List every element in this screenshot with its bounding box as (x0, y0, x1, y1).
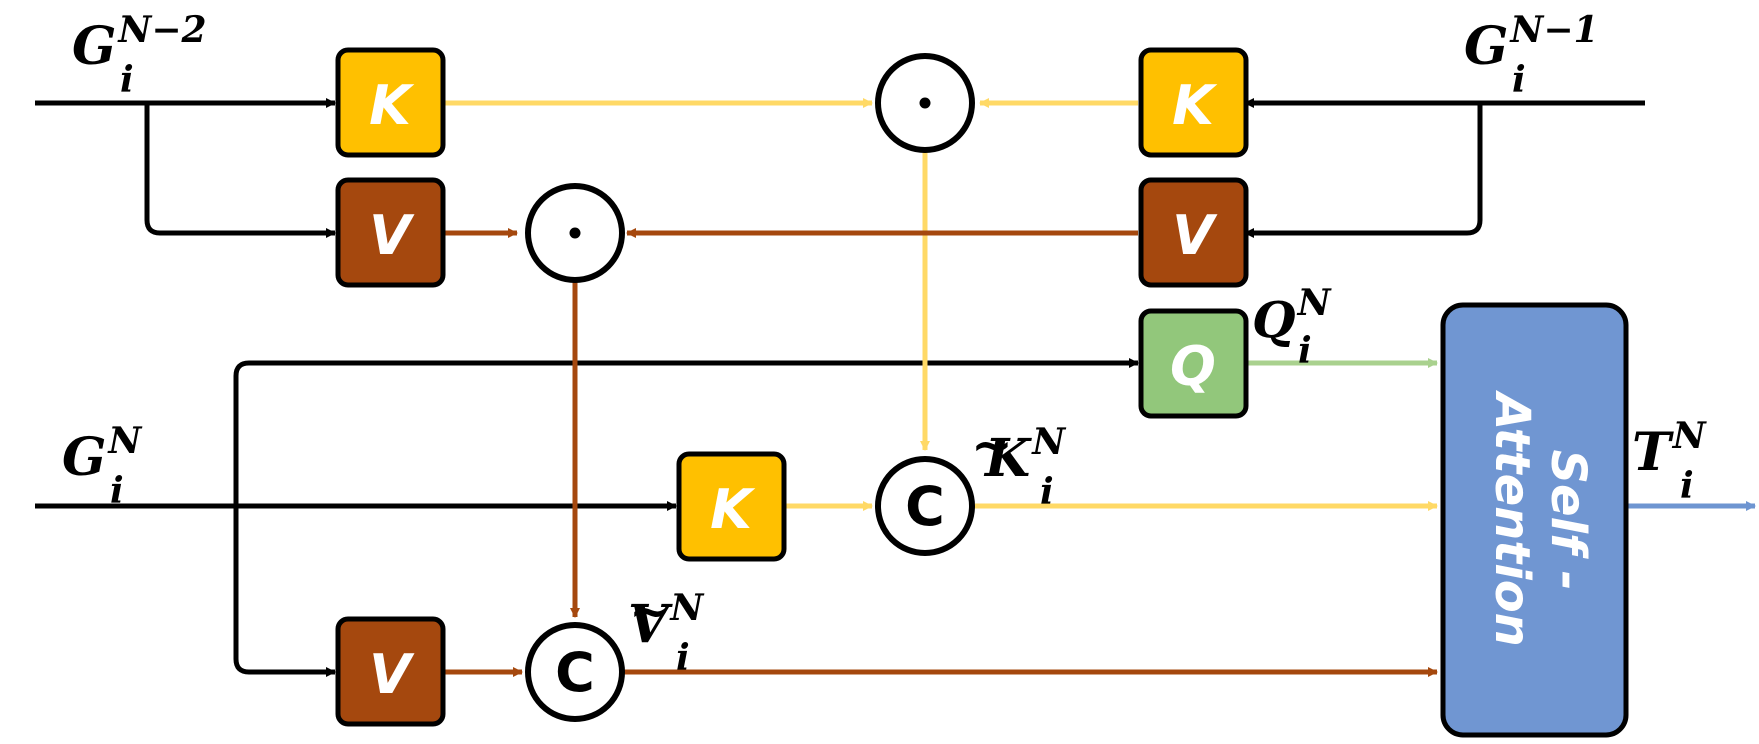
self-attention-block: Self - Attention (1440, 302, 1629, 738)
q-box-label: Q (1170, 335, 1216, 398)
attention-label-line1: Self - (1540, 449, 1596, 590)
q-box: Q (1138, 308, 1249, 419)
dot-product-left (525, 183, 625, 283)
v-box-bottom: V (335, 616, 446, 727)
v-box-label: V (369, 643, 415, 706)
concat-label: C (905, 475, 945, 538)
input-connectors (35, 98, 1645, 677)
k-box-label: K (710, 478, 756, 541)
k-box-left-top: K (335, 47, 446, 158)
k-box-label: K (1172, 74, 1218, 137)
v-box-right-top: V (1138, 177, 1249, 288)
dot-product-top (875, 53, 975, 153)
concat-v: C (525, 622, 625, 722)
concat-k: C (875, 456, 975, 556)
key-connectors (443, 98, 1438, 511)
svg-text:VNi: VNi (628, 587, 705, 679)
dot-icon (569, 227, 581, 239)
value-connectors (443, 228, 1438, 677)
g-n-to-q-arrow (233, 358, 1139, 506)
v-box-label: V (369, 204, 415, 267)
k-box-label: K (369, 74, 415, 137)
tilde-accent: ~ (629, 581, 671, 640)
g-n-to-v-arrow (233, 506, 336, 677)
g-n-minus-2-to-v-arrow (144, 103, 336, 238)
attention-label-line2: Attention (1484, 389, 1540, 647)
k-box-right-top: K (1138, 47, 1249, 158)
k-box-middle: K (676, 451, 787, 562)
tilde-accent: ~ (971, 415, 1013, 474)
concat-label: C (555, 641, 595, 704)
g-n-minus-1-to-v-arrow (1244, 103, 1483, 238)
dot-icon (919, 97, 931, 109)
v-box-left-top: V (335, 177, 446, 288)
svg-text:KNi: KNi (983, 421, 1067, 513)
v-box-label: V (1172, 204, 1218, 267)
